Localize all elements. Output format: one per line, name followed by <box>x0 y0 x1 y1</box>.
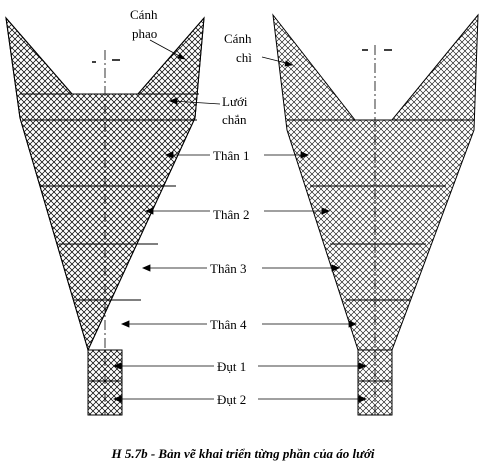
label-than-2: Thân 2 <box>213 207 249 222</box>
label-canh-phao-1: Cánh <box>130 7 158 22</box>
lower-net-panel <box>272 13 479 416</box>
label-dut-1: Đụt 1 <box>217 359 246 374</box>
label-luoi-chan-2: chắn <box>222 112 247 127</box>
label-canh-chi-2: chì <box>236 50 252 65</box>
label-than-4: Thân 4 <box>210 317 247 332</box>
label-than-3: Thân 3 <box>210 261 246 276</box>
labels: Cánh phao Cánh chì Lưới chắn Thân 1 Thân… <box>130 7 252 407</box>
label-luoi-chan-1: Lưới <box>222 94 248 109</box>
label-canh-phao-2: phao <box>132 26 157 41</box>
label-dut-2: Đụt 2 <box>217 392 246 407</box>
upper-net-panel <box>5 16 205 416</box>
leader-lines <box>112 39 368 403</box>
figure-caption: H 5.7b - Bản vẽ khai triển từng phần của… <box>110 446 374 461</box>
label-canh-chi-1: Cánh <box>224 31 252 46</box>
label-than-1: Thân 1 <box>213 148 249 163</box>
